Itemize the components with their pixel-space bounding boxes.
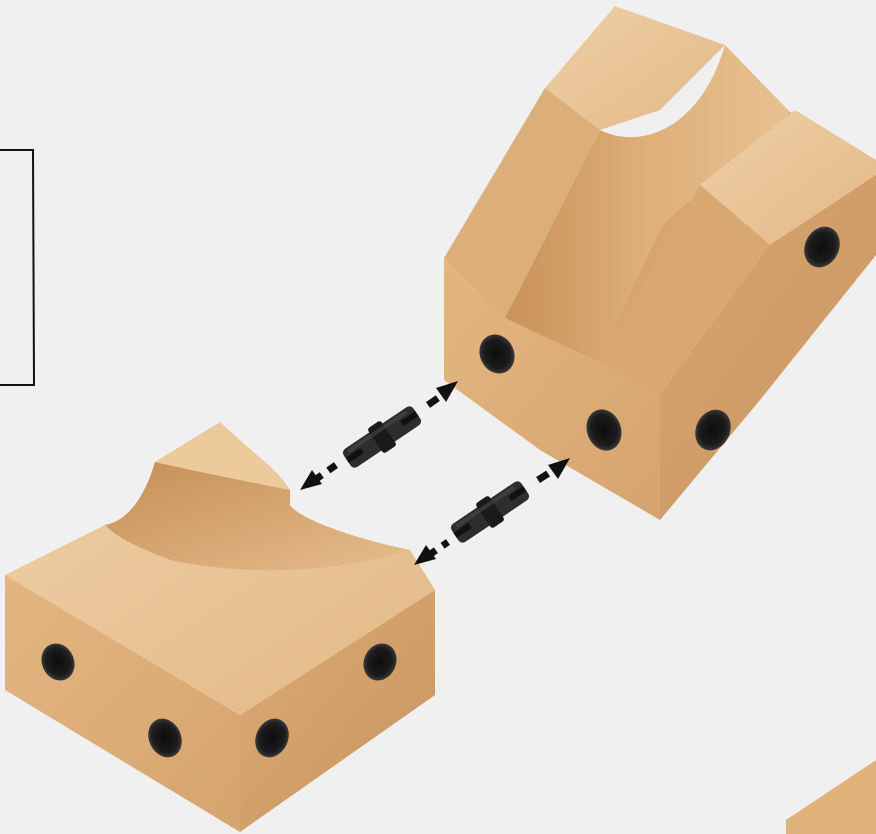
partial-block (786, 760, 876, 834)
connector-pin-icon (447, 476, 533, 548)
connector-pin-icon (339, 401, 425, 473)
corner-block (5, 422, 435, 832)
frame-outline (0, 150, 34, 385)
channel-block (444, 6, 876, 520)
